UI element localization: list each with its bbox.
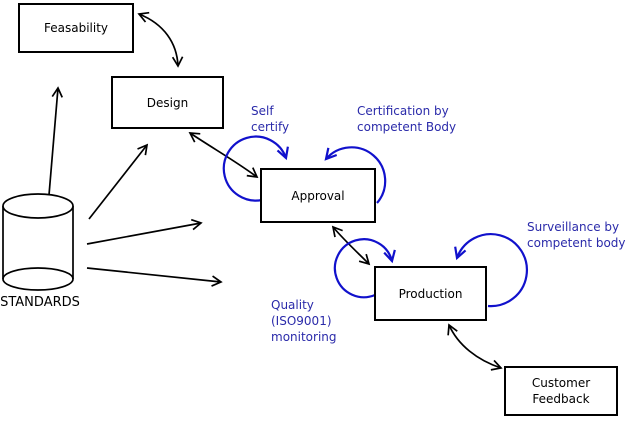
cylinder-bottom-ellipse (2, 267, 74, 291)
node-feasability-label: Feasability (43, 21, 108, 35)
loop-surveillance-by-competent-body (454, 233, 528, 308)
loop-self-certify (222, 135, 289, 202)
arrow-standards-to-design (88, 143, 149, 220)
annotation-quality-iso9001-monitoring: Quality (ISO9001) monitoring (271, 298, 337, 344)
node-customer-feedback: Customer Feedback (504, 366, 618, 416)
node-customer-feedback-label: Customer Feedback (531, 376, 591, 406)
node-approval: Approval (260, 168, 376, 223)
arrow-production-customer-feedback (447, 323, 503, 371)
arrow-standards-to-feasability (48, 86, 64, 196)
annotation-self-certify: Self certify (251, 104, 290, 134)
standards-cylinder-shape (2, 193, 74, 291)
node-feasability: Feasability (18, 3, 134, 53)
annotation-surveillance-by-competent-body: Surveillance by competent body (527, 220, 626, 250)
node-design: Design (111, 76, 224, 129)
node-design-label: Design (146, 95, 189, 110)
arrow-approval-production (331, 225, 371, 266)
node-production-label: Production (398, 286, 463, 301)
arrow-standards-to-approval (86, 218, 203, 245)
arrow-feasability-design (137, 11, 184, 68)
arrow-design-approval (188, 132, 259, 179)
arrow-standards-to-production (86, 267, 223, 287)
annotation-certification-by-competent-body: Certification by competent Body (357, 104, 457, 134)
cylinder-top-ellipse (2, 193, 74, 219)
node-production: Production (374, 266, 487, 321)
node-approval-label: Approval (291, 188, 345, 203)
loop-certification-by-competent-body (324, 146, 387, 204)
loop-quality-iso9001-monitoring (333, 238, 396, 299)
node-standards-label: STANDARDS (0, 295, 80, 310)
